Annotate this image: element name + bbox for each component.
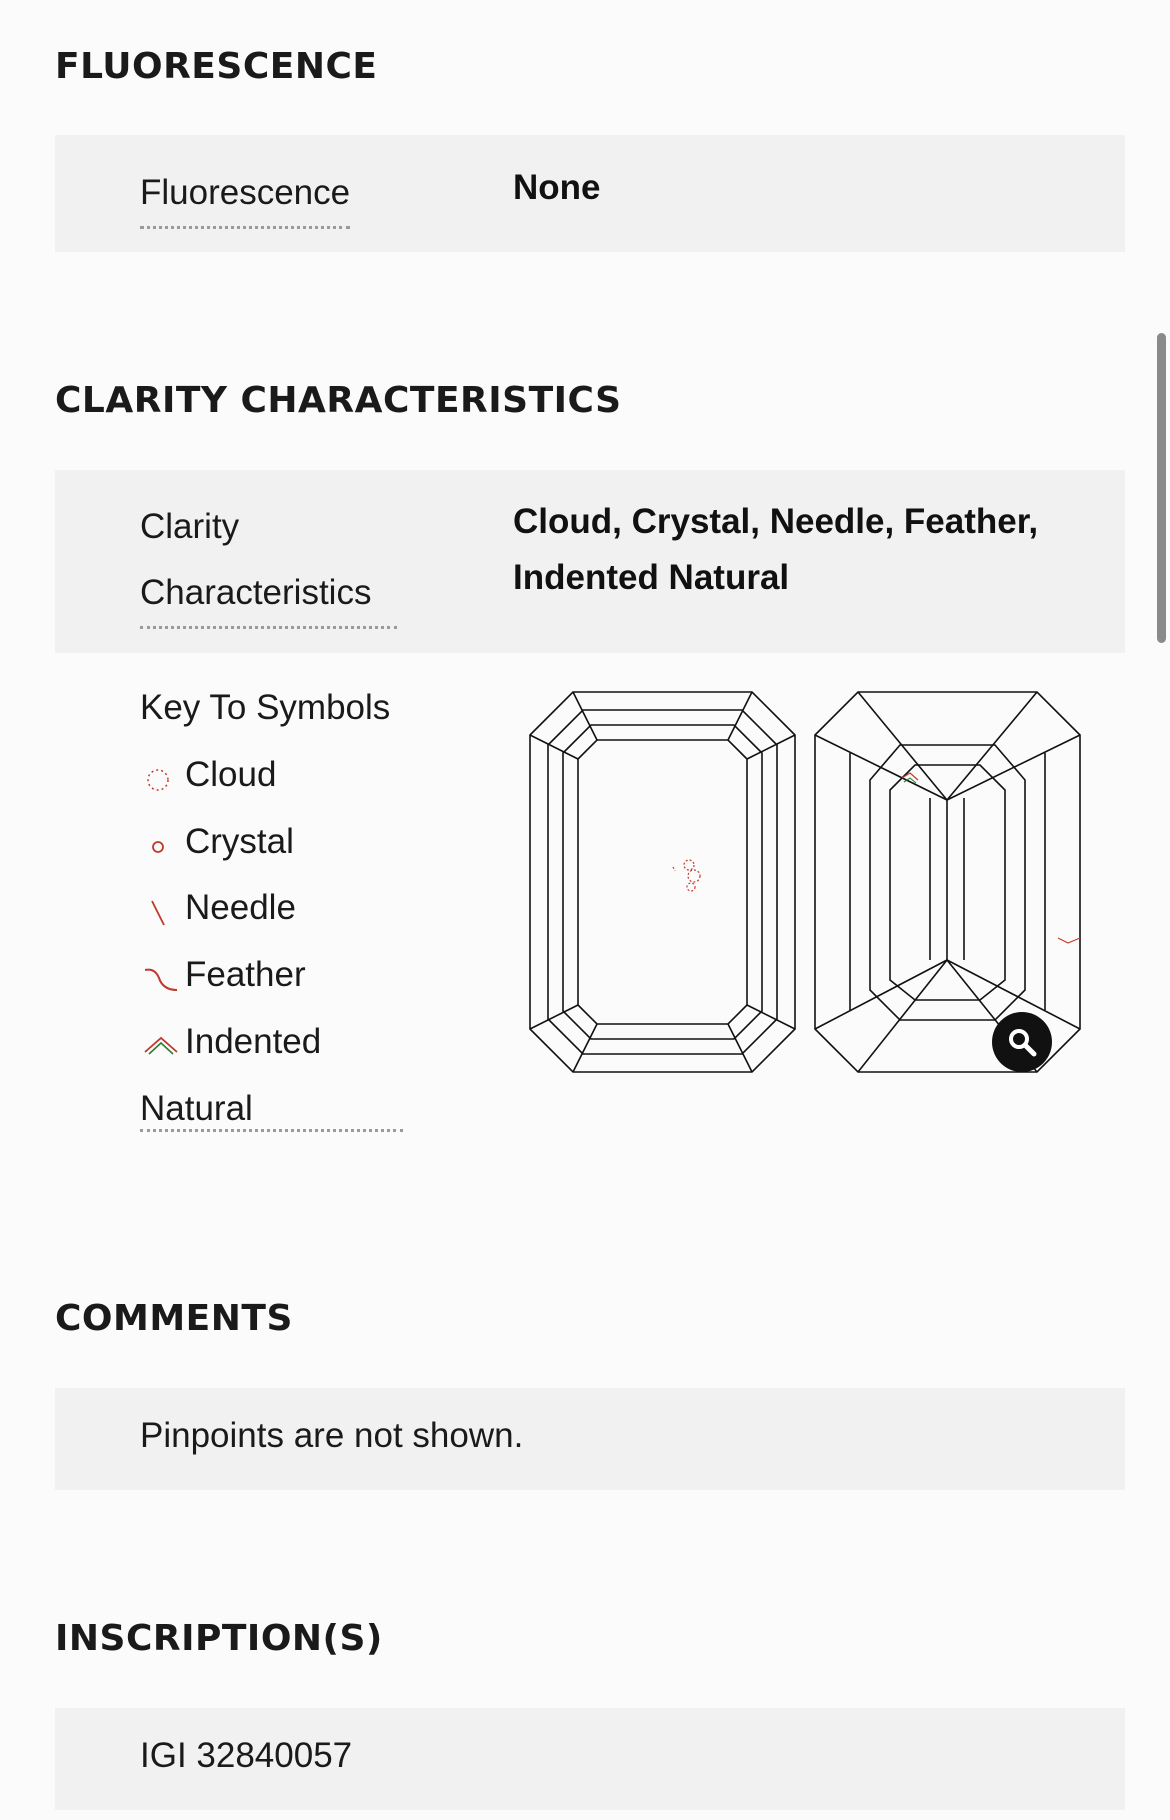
key-item-needle: Needle	[185, 888, 296, 927]
fluorescence-panel: Fluorescence None	[55, 135, 1125, 252]
clarity-label-line2[interactable]: Characteristics	[140, 560, 398, 629]
key-item-indented: Indented	[185, 1022, 322, 1061]
clarity-label-line1: Clarity	[140, 507, 240, 546]
feather-symbol-icon	[144, 968, 178, 991]
indented-natural-symbol-icon	[144, 1036, 178, 1055]
inscriptions-panel: IGI 32840057	[55, 1708, 1125, 1810]
cloud-symbol-icon	[147, 769, 169, 791]
crystal-symbol-icon	[152, 841, 164, 853]
needle-symbol-icon	[151, 900, 165, 926]
key-item-cloud: Cloud	[185, 755, 277, 794]
fluorescence-value: None	[513, 168, 601, 207]
clarity-panel: Clarity Characteristics Cloud, Crystal, …	[55, 470, 1125, 653]
comments-panel: Pinpoints are not shown.	[55, 1388, 1125, 1490]
magnifier-icon[interactable]	[992, 1012, 1052, 1072]
crown-plot-diagram[interactable]	[525, 690, 800, 1075]
key-item-feather: Feather	[185, 955, 306, 994]
comments-title: COMMENTS	[55, 1298, 293, 1339]
comments-text: Pinpoints are not shown.	[140, 1416, 524, 1455]
key-item-natural: Natural	[140, 1089, 403, 1132]
key-item-crystal: Crystal	[185, 822, 294, 861]
inscription-text: IGI 32840057	[140, 1736, 353, 1775]
pavilion-plot-diagram[interactable]	[810, 690, 1085, 1075]
key-title: Key To Symbols	[140, 688, 391, 727]
clarity-value-line1: Cloud, Crystal, Needle, Feather,	[513, 502, 1039, 541]
fluorescence-label[interactable]: Fluorescence	[140, 160, 351, 229]
scrollbar[interactable]	[1157, 333, 1166, 643]
inscriptions-title: INSCRIPTION(S)	[55, 1618, 383, 1659]
fluorescence-title: FLUORESCENCE	[55, 46, 378, 87]
clarity-value-line2: Indented Natural	[513, 558, 790, 597]
clarity-title: CLARITY CHARACTERISTICS	[55, 380, 622, 421]
